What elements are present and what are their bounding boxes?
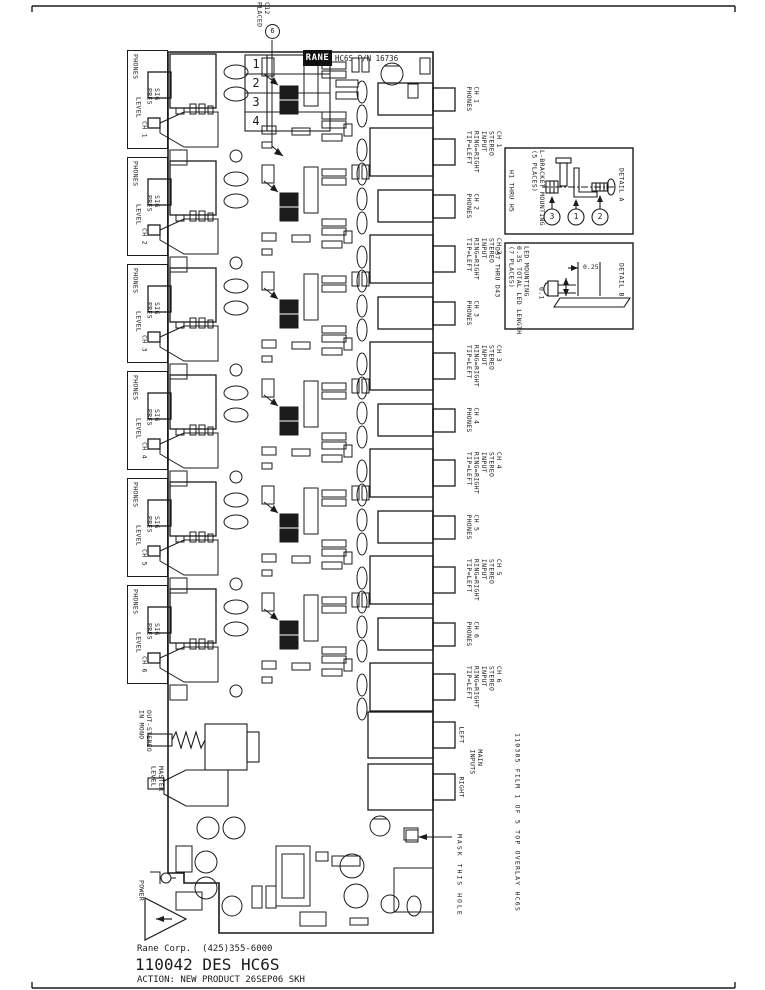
sig-pres-label: SIG PRES — [145, 516, 161, 533]
title-block-company: Rane Corp. (425)355-6000 — [137, 944, 273, 954]
mono-switch-label: OUT-STEREO IN MONO — [137, 710, 153, 753]
phones-label: PHONES — [131, 268, 140, 294]
main-input-right-label: RIGHT — [457, 776, 466, 798]
detail-a-callout-3: 3 — [549, 212, 555, 221]
detail-a-box — [504, 147, 634, 235]
phones-label: PHONES — [131, 375, 140, 401]
phones-label: PHONES — [131, 482, 140, 508]
detail-a-callout-2: 2 — [597, 212, 603, 221]
level-label: LEVEL — [134, 525, 143, 547]
master-level-label: MASTER LEVEL — [149, 766, 165, 792]
detail-a-ref: H1 THRU H5 — [507, 170, 516, 213]
level-label: LEVEL — [134, 632, 143, 654]
title-block-doc-id: 110042 DES HC6S — [135, 955, 280, 974]
main-input-left-label: LEFT — [457, 726, 466, 744]
detail-a-callout-1: 1 — [573, 212, 579, 221]
film-frame — [31, 5, 736, 989]
film-id-note: 110305 FILM 1 OF 5 TOP OVERLAY HC6S — [513, 733, 522, 912]
channel-name: CH 5 — [140, 549, 149, 566]
channel-5-module — [147, 481, 456, 614]
mask-this-hole-note: MASK THIS HOLE — [455, 834, 464, 917]
detail-b-ref: D37 THRU D43 — [493, 247, 502, 298]
detail-b-title: DETAIL B — [617, 263, 626, 297]
channel-name: CH 2 — [140, 228, 149, 245]
legend-row-4: 4 — [252, 114, 260, 128]
channel-name: CH 4 — [140, 442, 149, 459]
channel-3-module — [147, 267, 456, 400]
legend-row-2: 2 — [252, 76, 260, 90]
detail-b-note: LED MOUNTING 0.35 TOTAL LED LENGTH (7 PL… — [507, 246, 531, 335]
channel-1-left-panel: PHONES SIG PRES LEVEL CH 1 — [127, 50, 168, 149]
sig-pres-label: SIG PRES — [145, 302, 161, 319]
mask-hole-pointer — [405, 829, 452, 843]
level-label: LEVEL — [134, 418, 143, 440]
part-number: HC6S P/N 16736 — [335, 54, 399, 63]
phones-label: PHONES — [131, 161, 140, 187]
sig-pres-label: SIG PRES — [145, 88, 161, 105]
detail-a-title: DETAIL A — [617, 168, 626, 202]
channel-name: CH 6 — [140, 656, 149, 673]
phones-label: PHONES — [131, 589, 140, 615]
top-misc-parts — [335, 57, 431, 100]
mono-switch — [147, 723, 260, 771]
main-inputs-title: MAIN INPUTS — [468, 749, 484, 775]
main-input-jacks — [367, 711, 456, 811]
detail-a-note: L-BRACKET MOUNTING (5 PLACES) — [530, 150, 546, 226]
channel-5-left-panel: PHONES SIG PRES LEVEL CH 5 — [127, 478, 168, 577]
legend-row-1: 1 — [252, 57, 260, 71]
legend-row-3: 3 — [252, 95, 260, 109]
detail-b-height-dim: 0.1 — [537, 287, 546, 300]
channel-6-left-panel: PHONES SIG PRES LEVEL CH 6 — [127, 585, 168, 684]
channel-4-module — [147, 374, 456, 507]
title-block-action: ACTION: NEW PRODUCT 26SEP06 SKH — [137, 975, 305, 985]
master-level-pot — [147, 769, 229, 807]
callout-6-badge: 6 — [265, 24, 280, 39]
phones-label: PHONES — [131, 54, 140, 80]
revision-triangle — [144, 897, 188, 941]
channel-3-left-panel: PHONES SIG PRES LEVEL CH 3 — [127, 264, 168, 363]
sig-pres-label: SIG PRES — [145, 623, 161, 640]
channel-6-module — [147, 588, 456, 721]
channel-2-module — [147, 160, 456, 293]
level-label: LEVEL — [134, 311, 143, 333]
detail-b-box — [504, 242, 634, 330]
sig-pres-label: SIG PRES — [145, 409, 161, 426]
detail-b-width-dim: 0.25 — [583, 263, 599, 271]
channel-name: CH 1 — [140, 121, 149, 138]
power-led — [150, 871, 176, 884]
channel-modules — [147, 53, 456, 721]
level-label: LEVEL — [134, 97, 143, 119]
channel-name: CH 3 — [140, 335, 149, 352]
power-section-parts — [175, 815, 434, 927]
channel-2-left-panel: PHONES SIG PRES LEVEL CH 2 — [127, 157, 168, 256]
sig-pres-label: SIG PRES — [145, 195, 161, 212]
channel-4-left-panel: PHONES SIG PRES LEVEL CH 4 — [127, 371, 168, 470]
rane-logo: RANE — [303, 50, 332, 66]
level-label: LEVEL — [134, 204, 143, 226]
c12-placed-note: C12 PLACED — [255, 2, 271, 28]
power-label: POWER — [137, 880, 146, 902]
board-outline — [167, 51, 434, 934]
